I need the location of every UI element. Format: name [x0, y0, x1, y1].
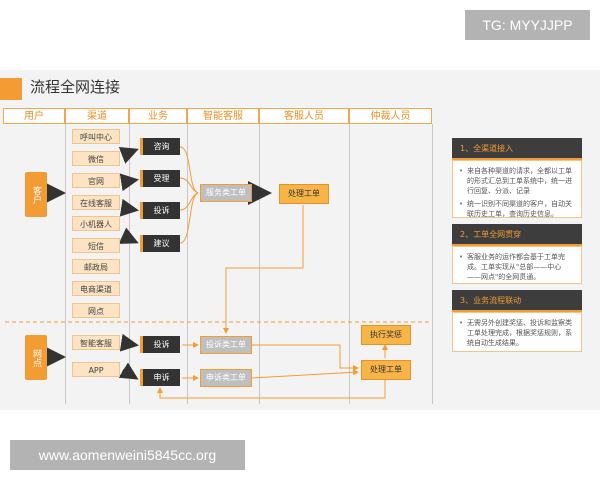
channel-item: 邮政局 — [72, 259, 120, 274]
header-business: 业务 — [129, 108, 187, 124]
complaint-order-box: 投诉类工单 — [200, 336, 252, 354]
header-channel: 渠道 — [65, 108, 129, 124]
lane-divider — [259, 124, 260, 404]
appeal-order-box: 申诉类工单 — [200, 369, 252, 387]
side-heading: 3、业务流程联动 — [452, 290, 582, 312]
channel-item: 呼叫中心 — [72, 129, 120, 144]
side-body: 客服业务的运作都会基于工单完成。工单实现从"总部——中心——网点"的全网贯通。 — [452, 246, 582, 284]
user-customer: 客户 — [25, 172, 47, 217]
channel-item: 微信 — [72, 151, 120, 166]
channel-item: 短信 — [72, 238, 120, 253]
service-order-box: 服务类工单 — [200, 184, 252, 202]
lane-divider — [432, 124, 433, 404]
business-item: 投诉 — [140, 202, 180, 219]
channel-item: 网点 — [72, 303, 120, 318]
diagram-title: 流程全网连接 — [30, 78, 121, 96]
lane-divider — [129, 124, 130, 404]
channel-item: 官网 — [72, 173, 120, 188]
side-body: 无需另外创建奖惩、投诉和监察类工单处理完成，根据奖惩规则，系统自动生成结果。 — [452, 312, 582, 352]
lane-divider — [349, 124, 350, 404]
channel-item: 智能客服 — [72, 335, 120, 350]
channel-item: 在线客服 — [72, 195, 120, 210]
business-item: 受理 — [140, 170, 180, 187]
watermark-bottom: www.aomenweini5845cc.org — [10, 440, 245, 470]
side-bullet: 来自各种渠道的请求，全都以工单的形式汇总到工单系统中，统一进行回复、分派、记录 — [459, 166, 575, 196]
channel-item: 小机器人 — [72, 216, 120, 231]
side-bullet: 客服业务的运作都会基于工单完成。工单实现从"总部——中心——网点"的全网贯通。 — [459, 252, 575, 282]
title-accent — [0, 78, 22, 100]
arbiter-execute-box: 执行奖惩 — [361, 325, 411, 345]
arbiter-process-box: 处理工单 — [361, 360, 411, 380]
side-bullet: 无需另外创建奖惩、投诉和监察类工单处理完成，根据奖惩规则，系统自动生成结果。 — [459, 318, 575, 348]
header-arbiter: 仲裁人员 — [349, 108, 432, 124]
user-outlet: 网点 — [25, 335, 47, 380]
watermark-top: TG: MYYJJPP — [465, 10, 590, 40]
business-item: 咨询 — [140, 138, 180, 155]
header-smart-service: 智能客服 — [187, 108, 259, 124]
lane-divider — [65, 124, 66, 404]
lane-divider — [187, 124, 188, 404]
business-item: 建议 — [140, 235, 180, 252]
agent-process-box: 处理工单 — [279, 184, 329, 204]
channel-item: 电商渠道 — [72, 281, 120, 296]
business-item: 投诉 — [140, 336, 180, 353]
business-item: 申诉 — [140, 369, 180, 386]
side-heading: 2、工单全网贯穿 — [452, 224, 582, 246]
header-agent: 客服人员 — [259, 108, 349, 124]
side-bullet: 统一识别不同渠道的客户，自动关联历史工单，查询历史信息。 — [459, 199, 575, 219]
side-body: 来自各种渠道的请求，全都以工单的形式汇总到工单系统中，统一进行回复、分派、记录 … — [452, 160, 582, 218]
header-user: 用户 — [3, 108, 65, 124]
channel-item: APP — [72, 362, 120, 377]
side-heading: 1、全渠道接入 — [452, 138, 582, 160]
